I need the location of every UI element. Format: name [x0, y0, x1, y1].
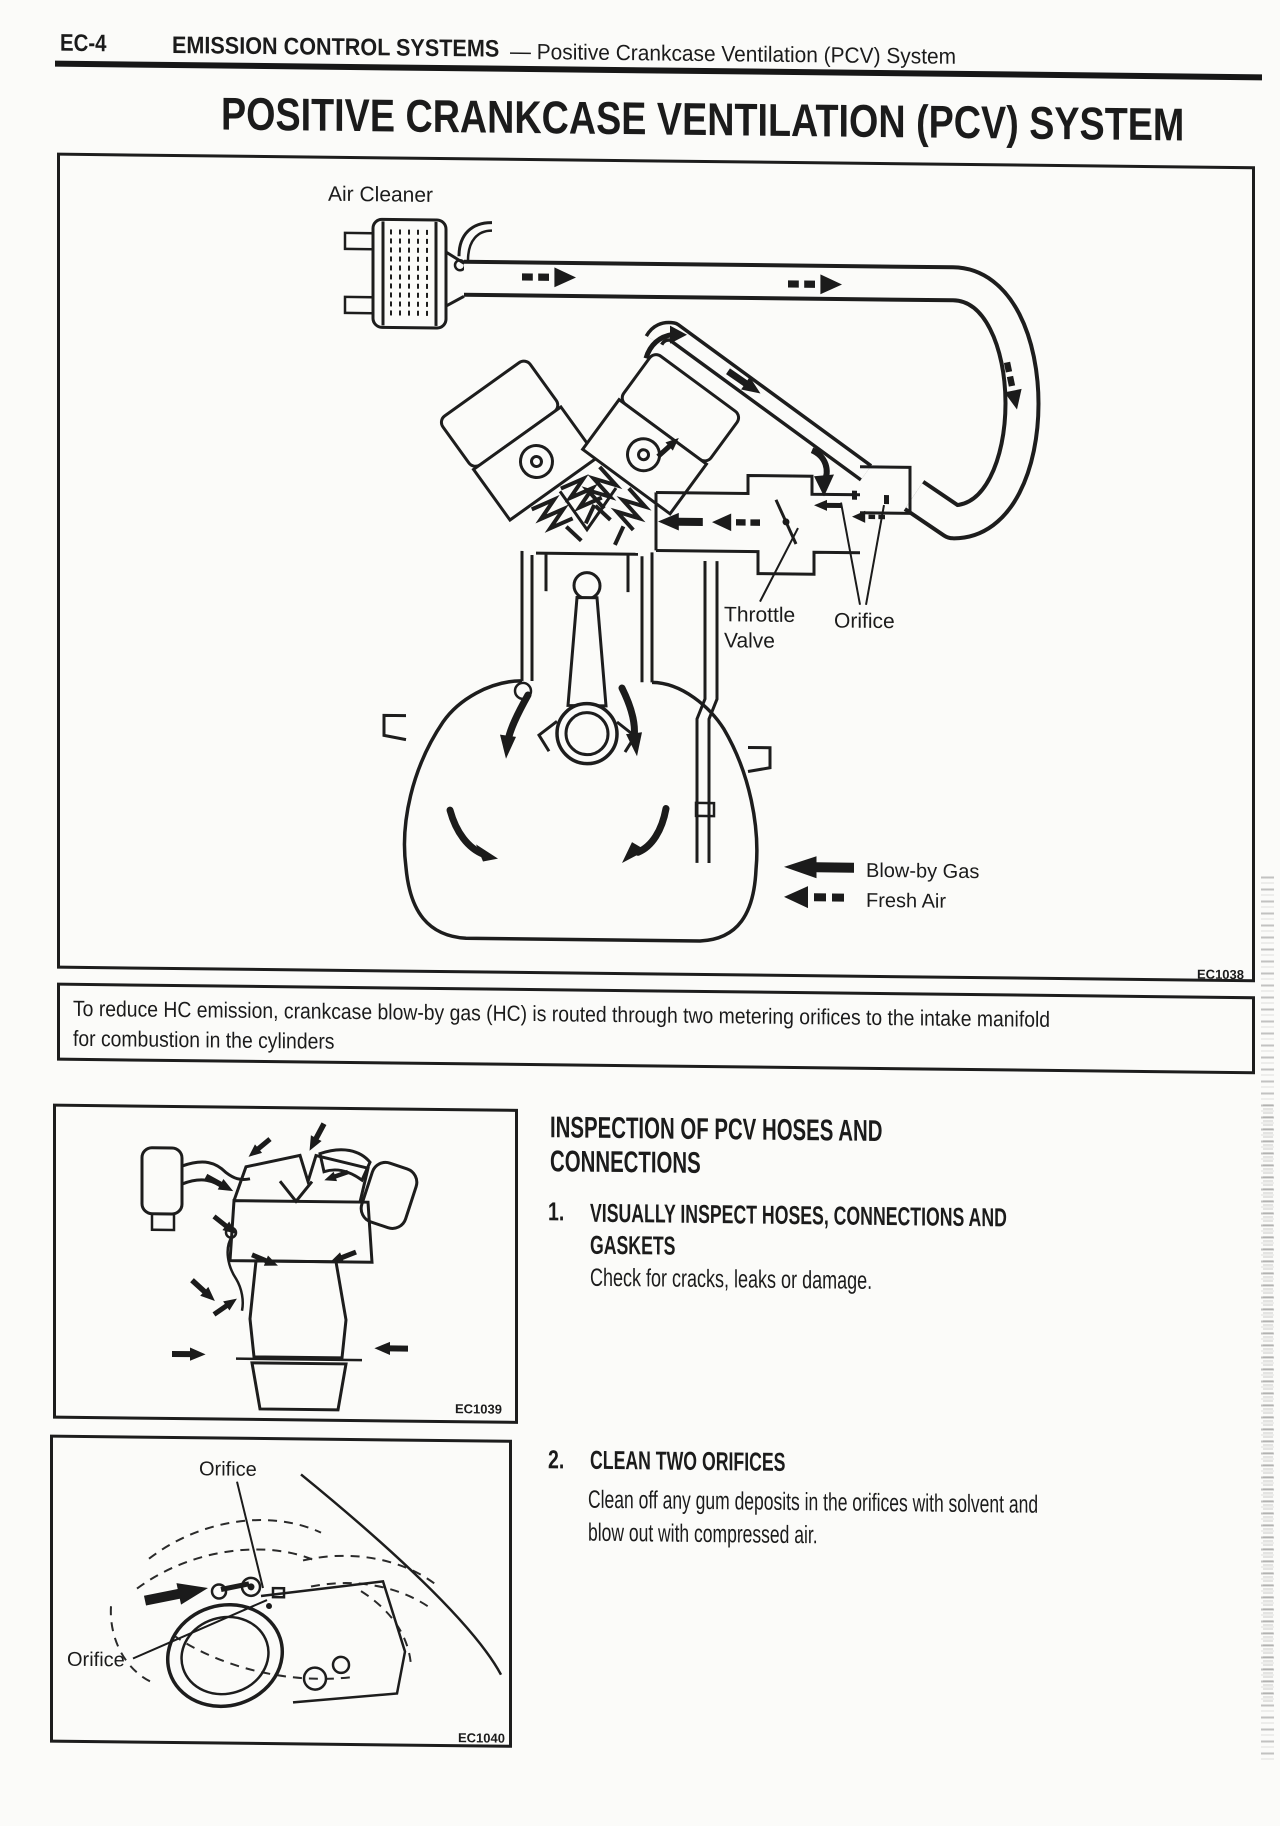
- caption-box: To reduce HC emission, crankcase blow-by…: [57, 982, 1255, 1075]
- figure-code-ec1038: EC1038: [1197, 967, 1244, 980]
- clean-direction-arrow: [142, 1577, 211, 1612]
- orifice-cleaning-figure: Orifice Orifice EC1040: [67, 1458, 505, 1745]
- intake-manifold-runner: [654, 473, 860, 576]
- inspection-point-arrows: [172, 1120, 408, 1361]
- piston-and-rod: [537, 571, 637, 766]
- header-subsection-title: — Positive Crankcase Ventilation (PCV) S…: [510, 38, 957, 69]
- step2-title: CLEAN TWO ORIFICES: [590, 1444, 786, 1477]
- legend-fresh-air-label: Fresh Air: [866, 890, 946, 913]
- header-section-title: EMISSION CONTROL SYSTEMS: [172, 31, 500, 63]
- engine-front-view: [140, 1146, 419, 1412]
- crankcase: [382, 679, 772, 943]
- left-cylinder-bank: [439, 359, 612, 543]
- orifice-top-label: Orifice: [199, 1458, 257, 1481]
- orifice-junction: [852, 465, 912, 515]
- caption-text: To reduce HC emission, crankcase blow-by…: [73, 995, 1051, 1054]
- leader-lines: [759, 502, 885, 606]
- section-heading: INSPECTION OF PCV HOSES AND CONNECTIONS: [550, 1111, 883, 1180]
- figure-box-ec1040: Orifice Orifice EC1040: [50, 1434, 512, 1748]
- orifice-label: Orifice: [834, 609, 895, 633]
- blow-by-entry-arrow: [810, 447, 834, 497]
- pcv-system-diagram: Air Cleaner Throttle Valve Orifice Blow-…: [328, 183, 1244, 980]
- legend-fresh-air-arrow: [784, 885, 844, 909]
- orifice-leader-lines: [132, 1481, 268, 1660]
- figure-box-ec1039: EC1039: [53, 1103, 518, 1424]
- orifice-left-label: Orifice: [67, 1649, 125, 1672]
- page-code: EC-4: [60, 29, 107, 58]
- figure-code-ec1040: EC1040: [458, 1730, 505, 1745]
- air-cleaner-label: Air Cleaner: [328, 183, 433, 207]
- page-title: POSITIVE CRANKCASE VENTILATION (PCV) SYS…: [221, 87, 1185, 151]
- manifold-fresh-air-arrow: [712, 513, 760, 532]
- figure-code-ec1039: EC1039: [455, 1401, 502, 1417]
- junction-arrow-1: [814, 499, 842, 512]
- scan-edge-artifact-2: [1263, 1104, 1273, 1705]
- hose-inspection-figure: EC1039: [140, 1120, 502, 1417]
- step2-number: 2.: [548, 1444, 565, 1475]
- step1-body: Check for cracks, leaks or damage.: [590, 1263, 873, 1295]
- filter-element-hatch: [390, 229, 428, 320]
- air-cleaner-drawing: [343, 217, 493, 330]
- throttle-valve-label-line1: Throttle: [724, 603, 795, 627]
- throttle-body-sketch: [165, 1473, 503, 1709]
- right-cylinder-bank: [580, 353, 741, 546]
- manifold-blow-by-arrow: [658, 512, 703, 531]
- step2-body: Clean off any gum deposits in the orific…: [588, 1485, 1039, 1550]
- throttle-valve-label-line2: Valve: [724, 629, 775, 653]
- step1-title: VISUALLY INSPECT HOSES, CONNECTIONS AND …: [590, 1197, 1007, 1261]
- background-hose-sketch: [109, 1519, 436, 1684]
- crankcase-flow-arrows: [446, 684, 670, 864]
- breather-tube: [694, 560, 719, 864]
- step1-number: 1.: [548, 1196, 565, 1227]
- main-figure-box: Air Cleaner Throttle Valve Orifice Blow-…: [57, 152, 1255, 983]
- legend: Blow-by Gas Fresh Air: [784, 855, 979, 913]
- center-cylinder: [520, 487, 654, 683]
- fresh-air-pipe: [464, 259, 1041, 541]
- legend-blow-by-label: Blow-by Gas: [866, 860, 979, 883]
- legend-blow-by-arrow: [784, 855, 854, 879]
- valve-cover-exit-arrow: [643, 325, 687, 360]
